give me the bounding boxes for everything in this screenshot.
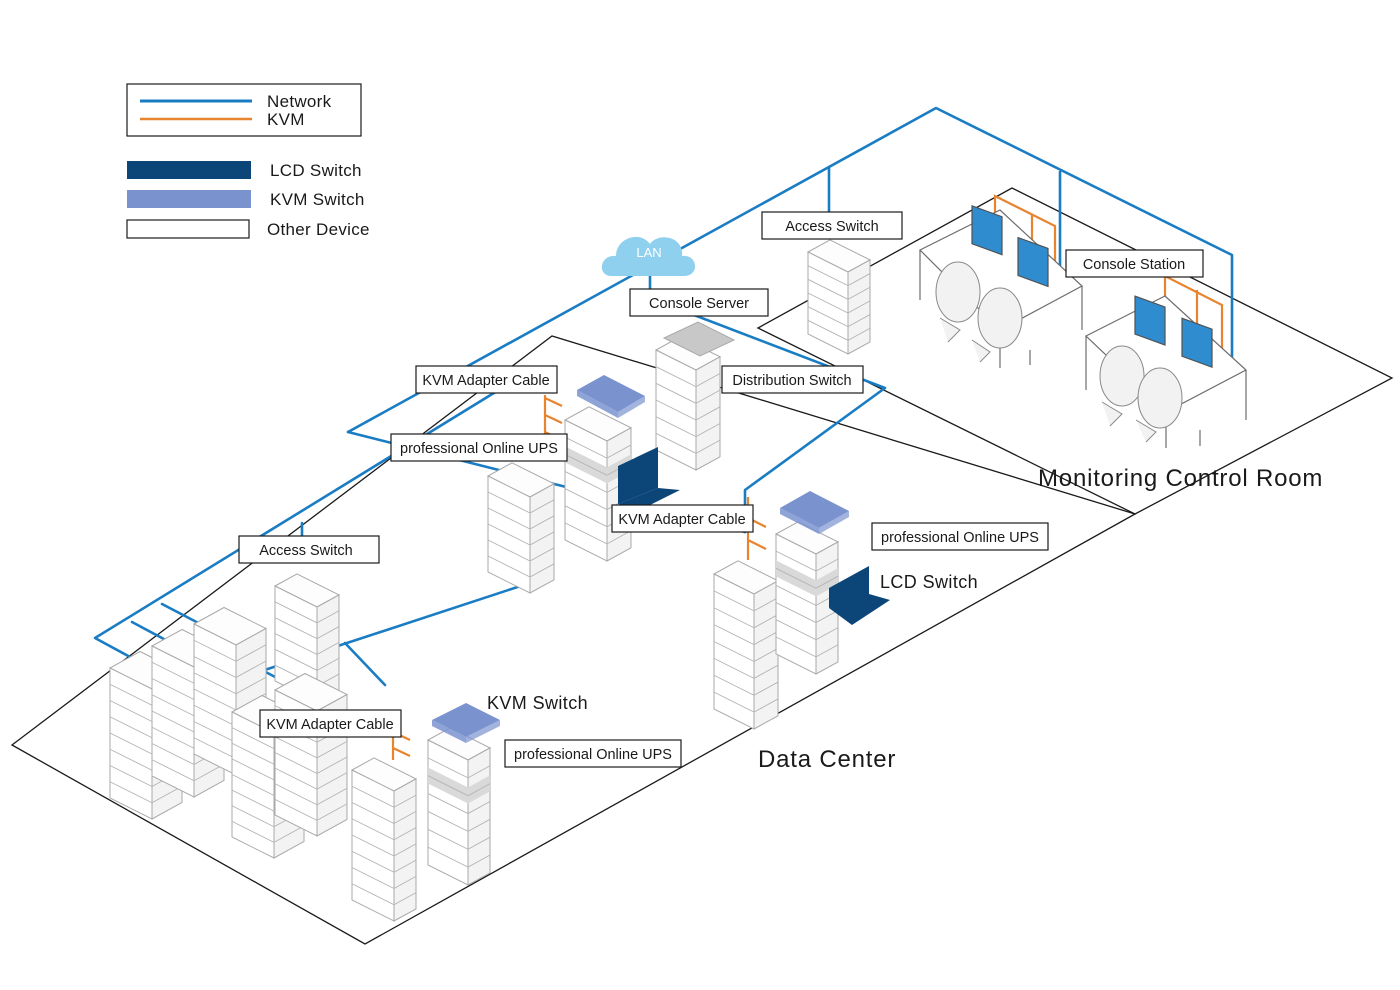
svg-text:Console Station: Console Station [1083,257,1185,273]
label-kvm-adapter-cable-3: KVM Adapter Cable [259,709,402,738]
server-rack [774,521,840,675]
legend-kvm-switch-label: KVM Switch [270,190,365,209]
data-center-title: Data Center [758,746,896,773]
monitor-icon [1017,236,1049,288]
legend-other-device-swatch [126,219,250,239]
server-rack [350,757,418,922]
kvm-switch-tag: KVM Switch [487,693,588,713]
kvm-switch-device-3 [432,703,500,743]
control-room-title: Monitoring Control Room [1038,465,1323,492]
legend-other-device-label: Other Device [267,220,370,239]
server-rack [426,727,492,886]
svg-text:Access Switch: Access Switch [785,219,878,235]
ups-band [565,446,631,484]
server-rack [712,560,780,730]
lcd-switch-tag: LCD Switch [880,572,978,592]
server-rack [273,672,349,837]
monitor-icon [1181,317,1213,368]
svg-text:KVM Adapter Cable: KVM Adapter Cable [422,373,549,389]
server-rack [486,462,556,594]
lcd-switch-device-2 [829,566,890,625]
server-rack [654,336,722,471]
svg-text:Distribution Switch: Distribution Switch [732,373,851,389]
server-rack [273,573,341,703]
server-rack [806,239,872,355]
kvm-switch-device-2 [780,491,849,534]
legend-network-label: Network [267,92,332,111]
svg-text:KVM Adapter Cable: KVM Adapter Cable [618,512,745,528]
operator-figure [935,261,981,323]
monitor-icon [1134,295,1166,346]
monitor-icon [971,204,1003,256]
label-kvm-adapter-cable-2: KVM Adapter Cable [611,504,754,533]
console-workstation-2 [1084,295,1248,448]
svg-text:professional Online UPS: professional Online UPS [881,530,1039,546]
console-workstation-1 [918,204,1084,368]
control-room-floor [756,187,1394,515]
legend-lcd-switch-swatch [127,161,251,179]
console-server-device [662,321,736,357]
legend-kvm-label: KVM [267,110,305,129]
chair-icon [939,317,991,363]
label-kvm-adapter-cable-1: KVM Adapter Cable [415,365,558,394]
operator-figure [1137,367,1183,429]
label-ups-1: professional Online UPS [390,433,568,462]
lan-label: LAN [636,245,661,260]
cloud-icon [601,236,696,276]
label-ups-2: professional Online UPS [871,522,1049,551]
kvm-switch-device-1 [577,375,645,418]
label-distribution-switch: Distribution Switch [721,365,864,394]
legend-lcd-switch-label: LCD Switch [270,161,362,180]
lan-cloud: LAN [601,236,696,276]
svg-text:professional Online UPS: professional Online UPS [400,441,558,457]
operator-figure [1099,345,1145,407]
label-ups-3: professional Online UPS [504,739,682,768]
label-console-station: Console Station [1065,249,1204,278]
svg-text:professional Online UPS: professional Online UPS [514,747,672,763]
chair-icon [1101,401,1157,443]
label-access-switch-left: Access Switch [238,535,380,564]
svg-text:KVM Adapter Cable: KVM Adapter Cable [266,717,393,733]
ups-band [776,560,838,597]
kvm-cable-dc-1 [543,395,563,441]
label-console-server: Console Server [629,288,769,317]
label-access-switch-top: Access Switch [761,211,903,240]
svg-text:Console Server: Console Server [649,296,749,312]
svg-text:Access Switch: Access Switch [259,543,352,559]
ups-band [428,767,490,804]
legend-kvm-switch-swatch [127,190,251,208]
operator-figure [977,287,1023,349]
network-to-left-dc [93,378,517,660]
legend: Network KVM LCD Switch KVM Switch Other … [126,83,370,239]
legend-line-box [126,83,362,137]
